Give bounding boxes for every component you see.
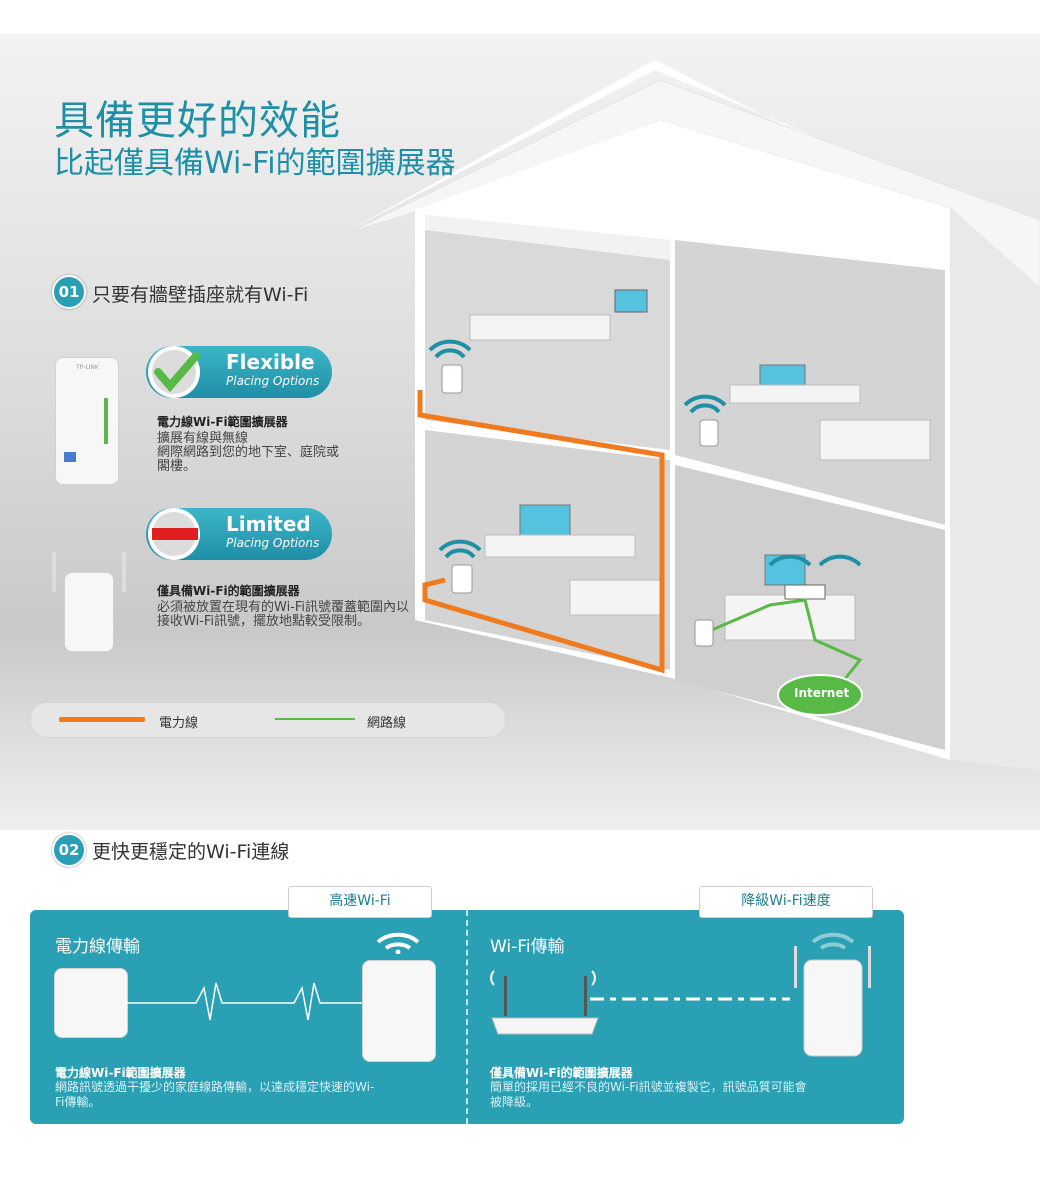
flexible-badge-title: Flexible bbox=[226, 350, 315, 374]
wifi-extender-description: 簡單的採用已經不良的Wi-Fi訊號並複製它，訊號品質可能會 被降級。 bbox=[490, 1080, 807, 1109]
monitor bbox=[614, 289, 648, 313]
bed bbox=[819, 419, 931, 461]
flexible-product-name: 電力線Wi-Fi範圍擴展器 bbox=[157, 415, 288, 429]
flexible-badge-subtitle: Placing Options bbox=[226, 374, 320, 388]
adapter-bottom-right bbox=[694, 619, 714, 647]
limited-product-name: 僅具備Wi-Fi的範圍擴展器 bbox=[157, 584, 300, 598]
powerline-product-name: 電力線Wi-Fi範圍擴展器 bbox=[55, 1066, 186, 1080]
comparison-panel: 電力線傳輸 Wi-Fi傳輸 電力線Wi-Fi範圍擴展器 網路訊號透過干擾少的家庭… bbox=[30, 910, 904, 1124]
powerline-transmission-title: 電力線傳輸 bbox=[55, 937, 140, 957]
wifi-extender-device bbox=[794, 946, 871, 1057]
router-image bbox=[490, 970, 599, 1035]
powerline-adapter-image bbox=[54, 968, 128, 1038]
powerline-wire bbox=[417, 390, 665, 674]
wifi-extender-image bbox=[52, 552, 126, 656]
wifi-signal-icon bbox=[428, 339, 862, 567]
router bbox=[784, 584, 826, 600]
powerline-legend-swatch bbox=[59, 717, 145, 722]
powerline-legend-label: 電力線 bbox=[159, 716, 199, 731]
network-legend-label: 網路線 bbox=[367, 716, 407, 731]
adapter-top-left bbox=[441, 364, 463, 394]
degraded-speed-callout: 降級Wi-Fi速度 bbox=[699, 886, 873, 918]
internet-cloud-icon bbox=[777, 674, 863, 716]
section2-heading: 更快更穩定的Wi-Fi連線 bbox=[92, 841, 290, 863]
limited-badge-title: Limited bbox=[226, 512, 311, 536]
network-legend-swatch bbox=[275, 718, 355, 720]
flexible-description: 擴展有線與無線 網際網路到您的地下室、庭院或 閣樓。 bbox=[157, 431, 340, 474]
section1-number-badge: 01 bbox=[52, 275, 86, 309]
limited-badge: Limited Placing Options bbox=[146, 508, 332, 560]
adapter-top-right bbox=[699, 419, 719, 447]
page-subtitle: 比起僅具備Wi-Fi的範圍擴展器 bbox=[54, 146, 456, 181]
minus-icon bbox=[148, 508, 200, 560]
tv-bench bbox=[729, 384, 861, 404]
wifi-transmission-title: Wi-Fi傳輸 bbox=[490, 937, 565, 957]
wifi-strong-icon bbox=[376, 932, 420, 954]
legend: 電力線 網路線 bbox=[30, 702, 506, 738]
device-brand: TP-LINK bbox=[76, 364, 99, 371]
powerline-extender-image: TP-LINK bbox=[55, 357, 119, 485]
desk bbox=[469, 314, 611, 341]
house-side-wall bbox=[950, 208, 1040, 770]
powerline-description: 網路訊號透過干擾少的家庭線路傳輸，以達成穩定快速的Wi- Fi傳輸。 bbox=[55, 1080, 375, 1109]
powerline-signal-wave bbox=[126, 982, 366, 1021]
tv-stand bbox=[484, 534, 636, 558]
internet-label: Internet bbox=[794, 686, 850, 700]
limited-badge-subtitle: Placing Options bbox=[226, 536, 320, 550]
adapter-bottom-left bbox=[451, 564, 473, 594]
wifi-extender-product-name: 僅具備Wi-Fi的範圍擴展器 bbox=[490, 1066, 633, 1080]
section2-number-badge: 02 bbox=[52, 833, 86, 867]
house-illustration bbox=[350, 60, 1040, 770]
led-indicators bbox=[104, 398, 108, 444]
wifi-weak-icon bbox=[811, 932, 855, 950]
room-ceiling bbox=[425, 215, 670, 260]
powerline-extender-device bbox=[362, 960, 436, 1062]
limited-description: 必須被放置在現有的Wi-Fi訊號覆蓋範圍內以 接收Wi-Fi訊號，擺放地點較受限… bbox=[157, 600, 410, 629]
high-speed-callout: 高速Wi-Fi bbox=[288, 886, 432, 918]
wps-button bbox=[64, 452, 76, 462]
panel-divider bbox=[466, 910, 468, 1124]
section1-heading: 只要有牆壁插座就有Wi-Fi bbox=[92, 284, 309, 306]
page-title: 具備更好的效能 bbox=[54, 98, 341, 144]
weak-signal-dashes bbox=[590, 997, 790, 1001]
tv-bottom bbox=[519, 504, 571, 541]
network-wire bbox=[699, 598, 863, 711]
flexible-badge: Flexible Placing Options bbox=[146, 346, 332, 398]
sofa bbox=[569, 579, 661, 616]
checkmark-icon bbox=[148, 346, 200, 398]
